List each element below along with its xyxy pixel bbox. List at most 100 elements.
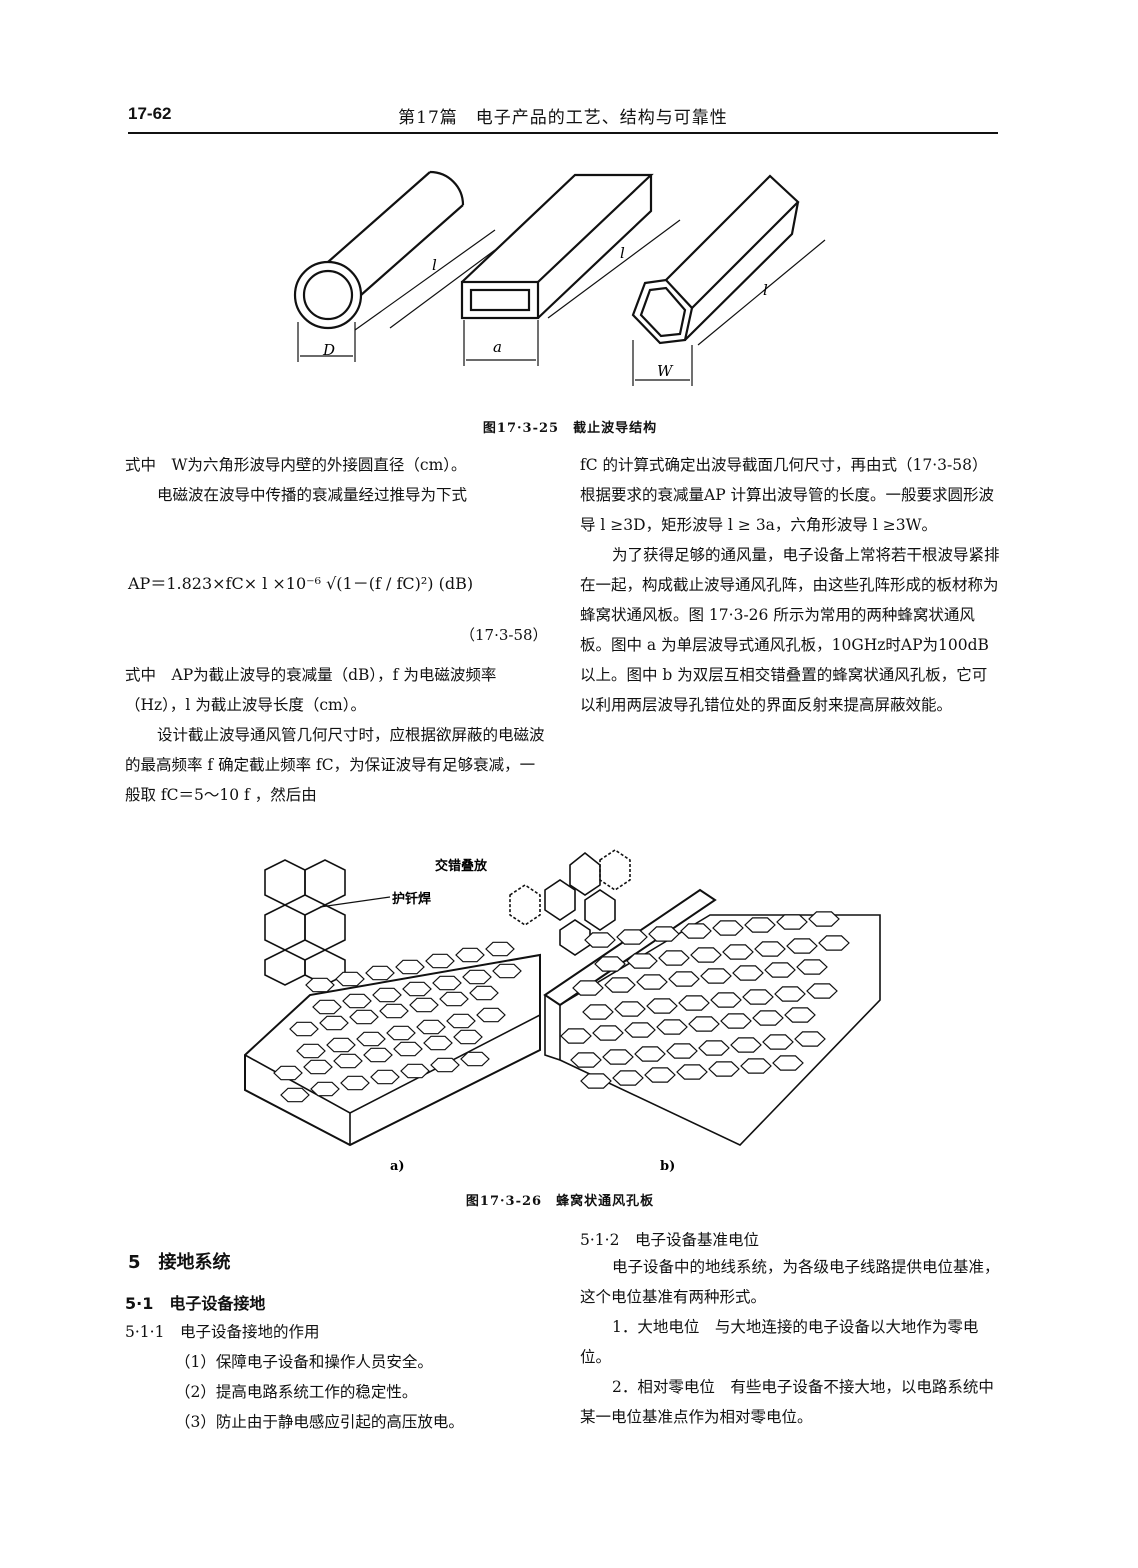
honeycomb-cell — [379, 1003, 409, 1019]
honeycomb-cell — [342, 993, 372, 1009]
honeycomb-cell — [808, 911, 840, 927]
width-label-W: W — [657, 362, 674, 380]
right-paragraph-1: fC 的计算式确定出波导截面几何尺寸，再由式（17·3-58）根据要求的衰减量A… — [580, 456, 995, 534]
honeycomb-cell — [592, 1025, 624, 1041]
section-5-1-heading: 5·1 电子设备接地 — [125, 1294, 266, 1313]
honeycomb-cell — [688, 1016, 720, 1032]
honeycomb-cell — [460, 1051, 490, 1067]
honeycomb-cell — [762, 1034, 794, 1050]
honeycomb-cell — [700, 968, 732, 984]
length-label-l-2: l — [620, 244, 625, 262]
list-item-3: （3）防止由于静电感应引起的高压放电。 — [175, 1413, 464, 1431]
honeycomb-cell — [656, 1019, 688, 1035]
honeycomb-cell — [296, 1043, 326, 1059]
honeycomb-cell — [678, 995, 710, 1011]
honeycomb-cell — [402, 981, 432, 997]
honeycomb-cell — [333, 1053, 363, 1069]
page-number: 17-62 — [128, 104, 172, 123]
honeycomb-cell — [584, 932, 616, 948]
honeycomb-cell — [796, 959, 828, 975]
right-paragraph-2: 为了获得足够的通风量，电子设备上常将若干根波导紧排在一起，构成截止波导通风孔阵，… — [580, 546, 1000, 714]
honeycomb-cell — [310, 1081, 340, 1097]
list-item-1: （1）保障电子设备和操作人员安全。 — [175, 1353, 433, 1371]
left-paragraph-2: 电磁波在波导中传播的衰减量经过推导为下式 — [157, 486, 468, 504]
honeycomb-cell — [485, 941, 515, 957]
honeycomb-cell — [289, 1021, 319, 1037]
left-paragraph-3: 式中 AP为截止波导的衰减量（dB），f 为电磁波频率（Hz），l 为截止波导长… — [125, 666, 497, 714]
length-label-l-1: l — [432, 256, 437, 274]
honeycomb-cell — [393, 1041, 423, 1057]
left-column: 式中 W为六角形波导内壁的外接圆直径（cm）。 电磁波在波导中传播的衰减量经过推… — [125, 450, 550, 510]
honeycomb-cell — [423, 1035, 453, 1051]
honeycomb-cell — [786, 938, 818, 954]
honeycomb-cell — [594, 956, 626, 972]
running-title: 第17篇 电子产品的工艺、结构与可靠性 — [398, 108, 728, 128]
honeycomb-cell — [335, 971, 365, 987]
honeycomb-cell — [582, 1004, 614, 1020]
panel-a-label: a) — [390, 1159, 405, 1174]
honeycomb-cell — [476, 1007, 506, 1023]
right-section-text: 电子设备中的地线系统，为各级电子线路提供电位基准，这个电位基准有两种形式。 1．… — [580, 1252, 1000, 1432]
honeycomb-cell — [794, 1031, 826, 1047]
honeycomb-cell — [754, 941, 786, 957]
honeycomb-cell — [774, 986, 806, 1002]
honeycomb-cell — [818, 935, 850, 951]
honeycomb-cell — [312, 999, 342, 1015]
honeycomb-cell — [710, 992, 742, 1008]
honeycomb-panel-figure: 护钎焊 交错叠放 a) b) — [244, 849, 881, 1174]
honeycomb-cell — [722, 944, 754, 960]
honeycomb-cell — [732, 965, 764, 981]
honeycomb-cell — [305, 977, 335, 993]
honeycomb-cell — [372, 987, 402, 1003]
honeycomb-cell — [280, 1087, 310, 1103]
honeycomb-cell — [634, 1046, 666, 1062]
honeycomb-cell — [469, 985, 499, 1001]
honeycomb-cell — [676, 1064, 708, 1080]
section-5-1-1-heading: 5·1·1 电子设备接地的作用 — [125, 1323, 320, 1341]
honeycomb-cell — [614, 1001, 646, 1017]
honeycomb-cell — [425, 953, 455, 969]
honeycomb-cell — [602, 1049, 634, 1065]
honeycomb-cell — [690, 947, 722, 963]
reference-potential-paragraph: 电子设备中的地线系统，为各级电子线路提供电位基准，这个电位基准有两种形式。 — [580, 1258, 1000, 1306]
honeycomb-cell — [744, 917, 776, 933]
diameter-label-D: D — [322, 341, 335, 359]
panel-b-label: b) — [660, 1159, 675, 1174]
honeycomb-cell — [580, 1073, 612, 1089]
honeycomb-cell — [386, 1025, 416, 1041]
honeycomb-cell — [784, 1007, 816, 1023]
honeycomb-cell — [720, 1013, 752, 1029]
honeycomb-cell — [326, 1037, 356, 1053]
honeycomb-cell — [644, 1067, 676, 1083]
honeycomb-cell — [560, 1028, 592, 1044]
honeycomb-cell — [624, 1022, 656, 1038]
honeycomb-cell — [572, 980, 604, 996]
honeycomb-cell — [708, 1061, 740, 1077]
earth-potential-paragraph: 1．大地电位 与大地连接的电子设备以大地作为零电位。 — [580, 1318, 979, 1366]
honeycomb-cell — [303, 1059, 333, 1075]
figure-26-caption: 图17·3-26 蜂窝状通风孔板 — [465, 1194, 655, 1209]
honeycomb-cell — [730, 1037, 762, 1053]
honeycomb-cell — [712, 920, 744, 936]
honeycomb-cell — [319, 1015, 349, 1031]
left-column-lower: 式中 AP为截止波导的衰减量（dB），f 为电磁波频率（Hz），l 为截止波导长… — [125, 660, 550, 810]
honeycomb-cell — [462, 969, 492, 985]
honeycomb-cell — [365, 965, 395, 981]
honeycomb-cell — [453, 1029, 483, 1045]
brazed-weld-label: 护钎焊 — [392, 891, 431, 907]
honeycomb-cell — [400, 1063, 430, 1079]
honeycomb-cell — [570, 1052, 602, 1068]
honeycomb-cell — [455, 947, 485, 963]
attenuation-formula: AP＝1.823×fC× l ×10⁻⁶ √(1－(f / fC)²) (dB) — [128, 574, 474, 593]
stagger-label: 交错叠放 — [435, 858, 488, 874]
width-label-a: a — [493, 338, 502, 356]
honeycomb-cell — [626, 953, 658, 969]
section-5-heading: 5 接地系统 — [128, 1252, 231, 1273]
equation-number: （17·3-58） — [460, 626, 548, 644]
length-label-l-3: l — [763, 281, 768, 299]
list-item-2: （2）提高电路系统工作的稳定性。 — [175, 1383, 418, 1401]
honeycomb-cell — [370, 1069, 400, 1085]
section-5-1-2-heading: 5·1·2 电子设备基准电位 — [580, 1231, 759, 1249]
honeycomb-cell — [356, 1031, 386, 1047]
honeycomb-cell — [680, 923, 712, 939]
